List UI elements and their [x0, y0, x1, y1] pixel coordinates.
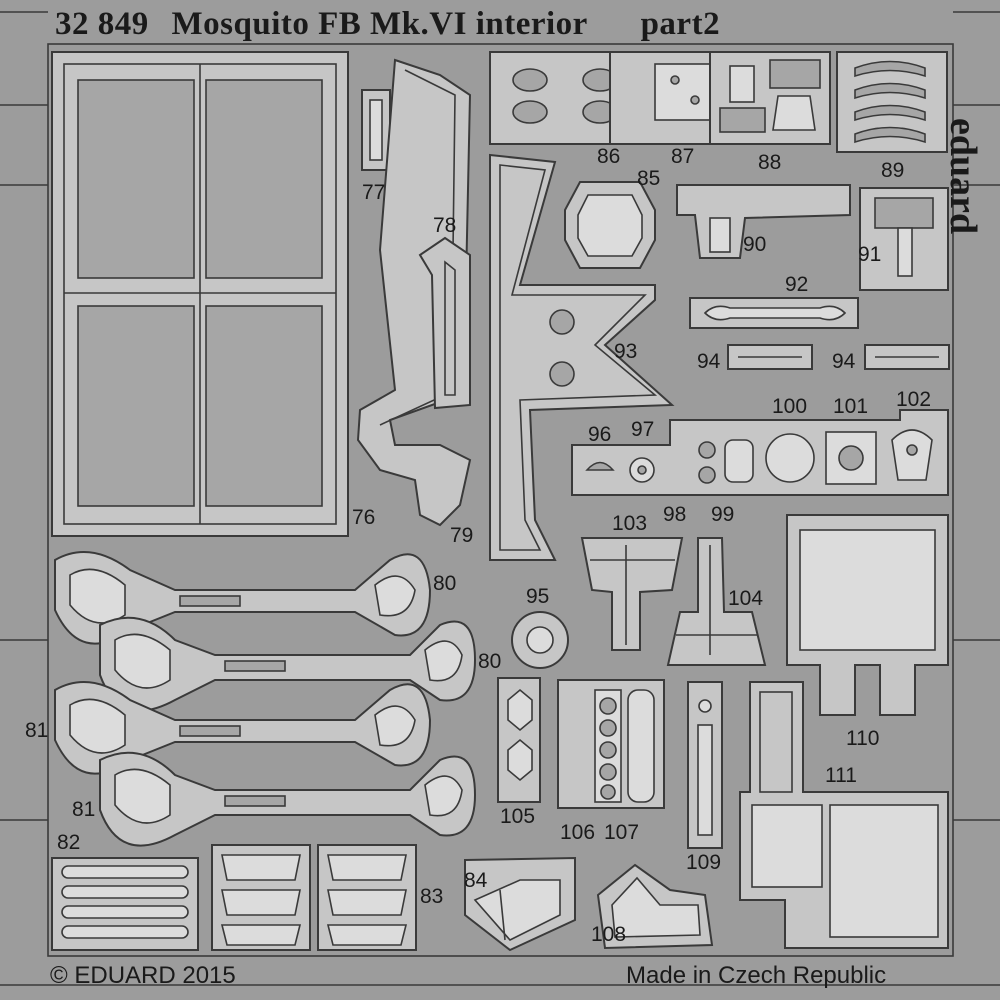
part-number-100: 100: [772, 395, 808, 418]
part-number-99: 99: [711, 503, 735, 526]
part-87: [609, 51, 714, 145]
fret-part: part2: [640, 6, 721, 42]
part-96-102-strip: [571, 409, 949, 496]
part-95: [511, 611, 569, 669]
part-77: [361, 89, 391, 171]
part-number-95: 95: [526, 585, 550, 608]
part-81a: [54, 681, 432, 775]
part-number-76: 76: [352, 506, 376, 529]
part-110: [786, 514, 949, 716]
part-number-90: 90: [743, 233, 767, 256]
part-105: [497, 677, 541, 803]
part-83b: [317, 844, 417, 951]
part-90: [676, 184, 851, 259]
part-80a: [54, 551, 432, 645]
part-91: [859, 187, 949, 291]
part-106-107: [557, 679, 665, 809]
part-number-94a: 94: [697, 350, 721, 373]
product-code: 32 849: [55, 6, 149, 42]
part-number-87: 87: [671, 145, 695, 168]
part-85: [564, 181, 656, 269]
part-80b: [99, 616, 477, 712]
part-number-110: 110: [846, 727, 880, 750]
part-83a: [211, 844, 311, 951]
brand-logo: eduard: [942, 118, 984, 235]
part-number-86: 86: [597, 145, 621, 168]
part-number-80b: 80: [478, 650, 502, 673]
part-84: [464, 856, 576, 952]
part-number-79: 79: [450, 524, 474, 547]
part-number-91: 91: [858, 243, 882, 266]
part-number-105: 105: [500, 805, 536, 828]
part-92: [689, 297, 859, 329]
part-number-84: 84: [464, 869, 488, 892]
part-number-81b: 81: [72, 798, 96, 821]
part-109: [687, 681, 723, 849]
part-number-94b: 94: [832, 350, 856, 373]
part-number-78: 78: [433, 214, 457, 237]
part-82: [51, 857, 199, 951]
fret-frame: [0, 11, 1000, 986]
part-number-92: 92: [785, 273, 809, 296]
part-94b: [864, 344, 950, 370]
part-number-96: 96: [588, 423, 612, 446]
fret-title: 32 849 Mosquito FB Mk.VI interior part2: [55, 6, 734, 43]
part-number-101: 101: [833, 395, 869, 418]
part-number-104: 104: [728, 587, 764, 610]
part-86: [489, 51, 618, 145]
part-number-102: 102: [896, 388, 932, 411]
part-76: [51, 51, 349, 537]
origin-text: Made in Czech Republic: [626, 962, 887, 989]
part-111: [739, 681, 949, 949]
part-103: [580, 537, 684, 651]
part-number-82: 82: [57, 831, 81, 854]
part-number-109: 109: [686, 851, 722, 874]
part-94a: [727, 344, 813, 370]
part-number-106: 106: [560, 821, 596, 844]
part-number-108: 108: [591, 923, 627, 946]
part-89: [836, 51, 948, 153]
part-number-88: 88: [758, 151, 782, 174]
part-number-103: 103: [612, 512, 648, 535]
part-88: [709, 51, 831, 145]
part-number-107: 107: [604, 821, 640, 844]
part-number-85: 85: [637, 167, 661, 190]
part-number-89: 89: [881, 159, 905, 182]
part-number-98: 98: [663, 503, 687, 526]
part-108: [596, 863, 714, 950]
part-number-80a: 80: [433, 572, 457, 595]
product-subject: Mosquito FB Mk.VI interior: [171, 6, 588, 42]
part-number-93: 93: [614, 340, 638, 363]
part-78: [418, 236, 471, 410]
part-number-97: 97: [631, 418, 655, 441]
part-number-111: 111: [825, 764, 857, 787]
part-81b: [99, 751, 477, 847]
part-number-77: 77: [362, 181, 386, 204]
copyright-text: © EDUARD 2015: [50, 962, 236, 989]
part-number-81a: 81: [25, 719, 49, 742]
part-104: [666, 537, 767, 666]
part-93: [489, 153, 675, 561]
part-number-83: 83: [420, 885, 444, 908]
